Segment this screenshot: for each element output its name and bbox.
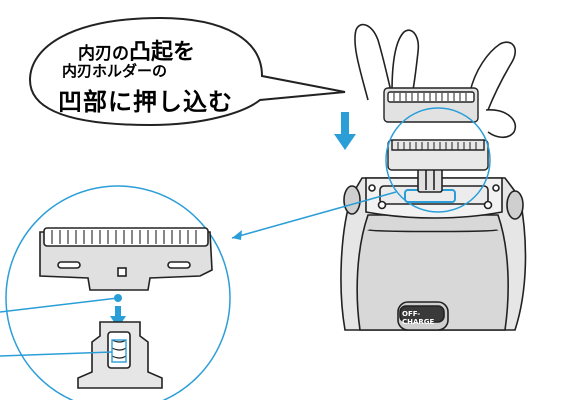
callout-line-1-big: 凸起を <box>129 40 196 65</box>
switch-label: OFF-CHARGE <box>402 310 435 326</box>
callout-line-1-small: 内刃の <box>78 44 129 64</box>
callout-line-2: 内刃ホルダーの <box>62 62 168 80</box>
detail-circle-small <box>385 107 491 213</box>
pointer-line-top <box>0 297 119 313</box>
callout-line-1: 内刃の凸起を <box>78 34 195 66</box>
leader-line <box>231 191 397 239</box>
fingers <box>354 23 517 139</box>
inner-blade-holder <box>77 321 163 389</box>
inner-blade-on-holder <box>387 139 489 171</box>
callout-line-3: 凹部に押し込む <box>58 88 233 116</box>
speech-bubble <box>28 16 346 127</box>
pointer-line-bottom <box>0 351 113 357</box>
power-switch: OFF-CHARGE <box>400 306 444 326</box>
outer-blade-held <box>383 87 479 123</box>
inner-blade-enlarged <box>39 227 213 291</box>
insert-arrow-icon <box>334 112 356 150</box>
shaver-body <box>340 159 527 331</box>
leader-arrowhead-icon <box>232 230 242 240</box>
